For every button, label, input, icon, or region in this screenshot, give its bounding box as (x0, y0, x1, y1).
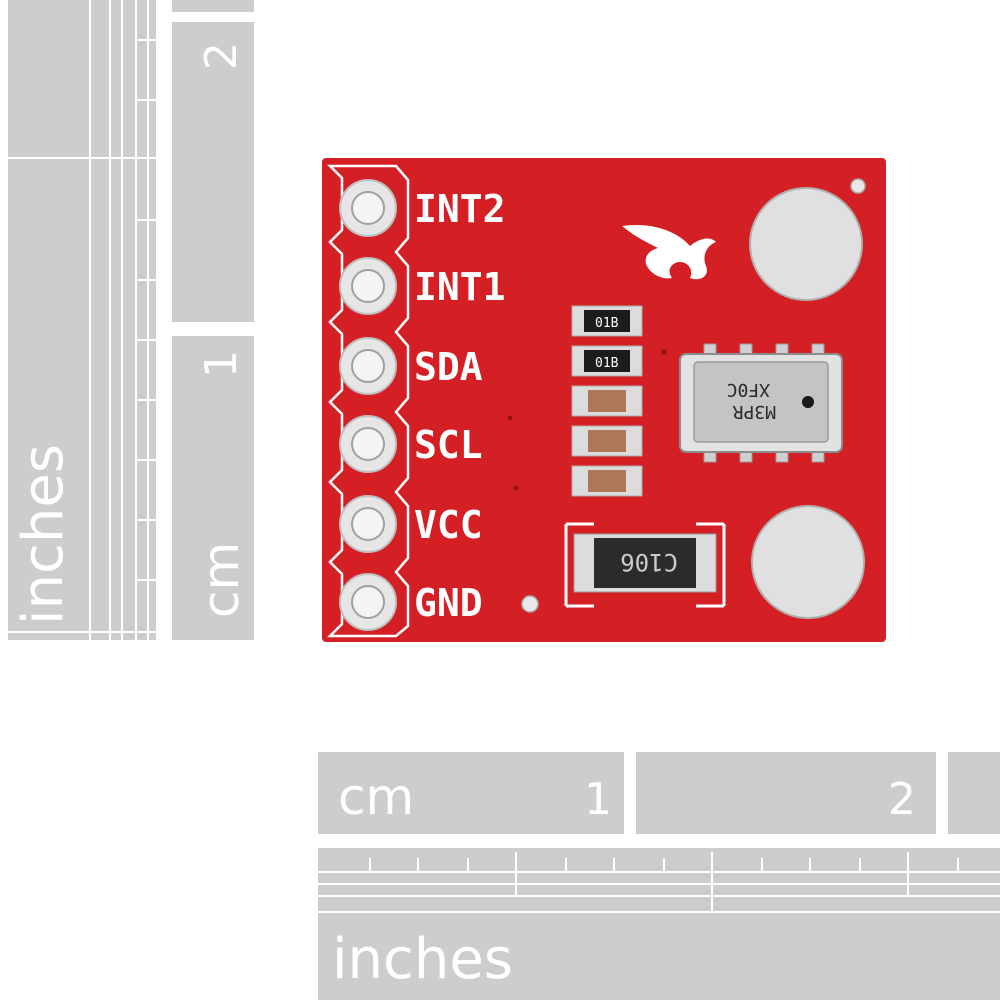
bottom-ruler: cm 1 2 inches (318, 752, 1000, 1000)
via (661, 349, 667, 355)
pad-int2 (339, 179, 397, 237)
left-ruler-cm-number-2: 2 (196, 42, 247, 70)
pad-sda (339, 337, 397, 395)
capacitor-c106: C106 (564, 522, 726, 608)
pin-labels: INT2 INT1 SDA SCL VCC GND (414, 187, 506, 625)
sensor-marking-line1: M3PR (732, 401, 776, 422)
resistor-r2-marking: 01B (595, 356, 619, 371)
pad-int1 (339, 257, 397, 315)
resistor-r1-marking: 01B (595, 316, 619, 331)
bottom-ruler-cm-number-1: 1 (584, 774, 612, 825)
via (513, 485, 519, 491)
flame-logo-icon (622, 224, 716, 280)
pin-label-int1: INT1 (414, 265, 506, 309)
pad-scl (339, 415, 397, 473)
via (507, 415, 513, 421)
left-ruler-cm-label: cm (192, 542, 250, 618)
left-ruler-inches-label: inches (11, 444, 76, 625)
pin-label-int2: INT2 (414, 187, 506, 231)
pin1-dot (802, 396, 814, 408)
pressure-sensor-chip: M3PR XF0C (679, 343, 843, 463)
capacitor-c1 (571, 385, 643, 417)
fiducial-top (850, 178, 866, 194)
mounting-hole-top (749, 187, 863, 301)
bottom-ruler-cm-label: cm (338, 768, 414, 826)
fiducial-bottom (521, 595, 539, 613)
bottom-ruler-inches-label: inches (332, 927, 513, 992)
sensor-marking-line2: XF0C (727, 379, 770, 400)
pad-vcc (339, 495, 397, 553)
header-outline (326, 164, 410, 638)
capacitor-c3 (571, 465, 643, 497)
header-pads (339, 179, 397, 631)
resistor-r1: 01B (571, 305, 643, 337)
bottom-ruler-cm-number-2: 2 (888, 774, 916, 825)
pin-label-scl: SCL (414, 423, 483, 467)
capacitor-c106-marking: C106 (620, 548, 678, 576)
left-ruler-cm-number-1: 1 (196, 350, 247, 378)
breakout-board: INT2 INT1 SDA SCL VCC GND 01B (322, 158, 886, 642)
mounting-hole-bottom (751, 505, 865, 619)
pad-gnd (339, 573, 397, 631)
capacitor-c2 (571, 425, 643, 457)
pin-label-sda: SDA (414, 345, 483, 389)
left-ruler: inches cm 1 2 (8, 0, 254, 640)
pin-label-gnd: GND (414, 581, 483, 625)
resistor-r2: 01B (571, 345, 643, 377)
pin-label-vcc: VCC (414, 503, 483, 547)
